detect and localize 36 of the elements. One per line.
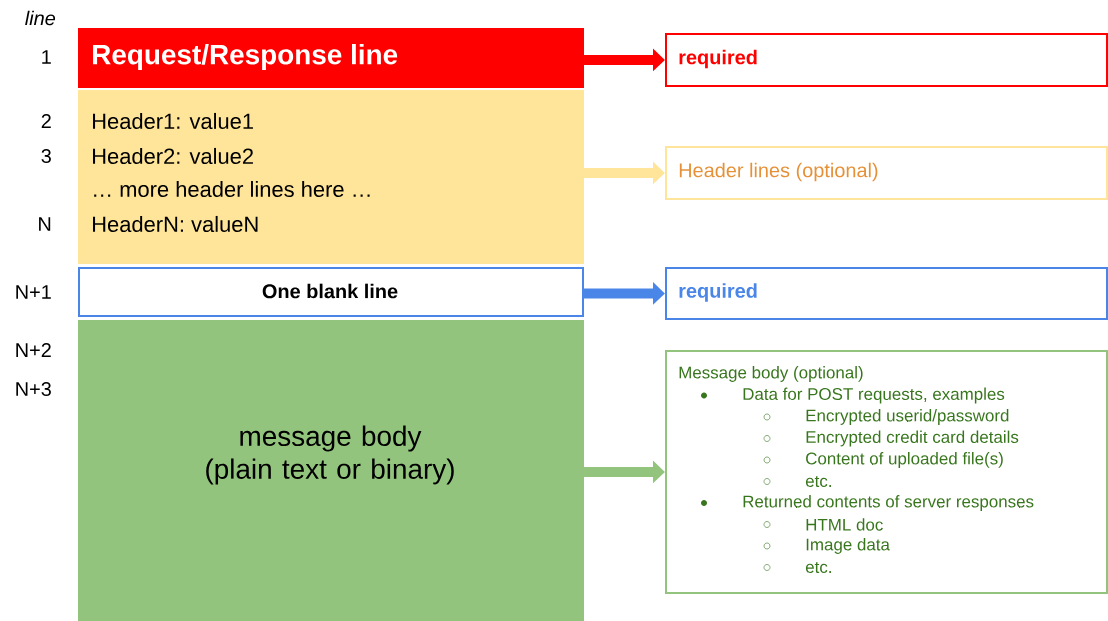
line-number: line — [25, 10, 56, 26]
list-item: etc. — [805, 475, 831, 488]
line-number: N+2 — [16, 343, 51, 357]
line-number: N+3 — [16, 381, 51, 397]
note-box — [665, 33, 1108, 87]
note-box — [665, 267, 1108, 320]
note-text: required — [679, 283, 757, 302]
list-item: Encrypted userid/password — [806, 409, 1009, 425]
line-number: N — [39, 217, 51, 231]
list-item: Message body (optional) — [679, 366, 863, 382]
note-text: required — [679, 49, 757, 69]
blank-line-band — [78, 267, 584, 317]
band-text: One blank line — [262, 283, 398, 299]
header-band — [78, 90, 584, 264]
line-number: 1 — [42, 50, 51, 64]
band-text: message body (plain text or binary) — [206, 425, 454, 485]
list-item: etc. — [805, 561, 831, 574]
note-box — [665, 350, 1108, 594]
line-number: 2 — [41, 114, 51, 128]
note-box — [665, 146, 1108, 200]
header-text: HeaderN: valueN — [93, 215, 258, 233]
list-item: Image data — [806, 538, 890, 554]
header-text: Header1: value1 — [93, 112, 253, 130]
note-text: Request/Response line — [93, 44, 398, 70]
header-text: Header2: value2 — [93, 147, 253, 165]
message-body-band — [78, 320, 584, 621]
note-text: Header lines (optional) — [679, 162, 878, 182]
list-item: Data for POST requests, examples — [743, 387, 1005, 404]
header-text: … more header lines here … — [94, 180, 370, 198]
list-item: Content of uploaded file(s) — [806, 452, 1003, 468]
list-item: HTML doc — [806, 518, 883, 531]
line-number: N+1 — [16, 285, 51, 299]
list-item: Returned contents of server responses — [743, 495, 1034, 511]
line-number: 3 — [41, 148, 51, 164]
request-line-band — [78, 28, 584, 88]
list-item: Encrypted credit card details — [806, 430, 1019, 447]
